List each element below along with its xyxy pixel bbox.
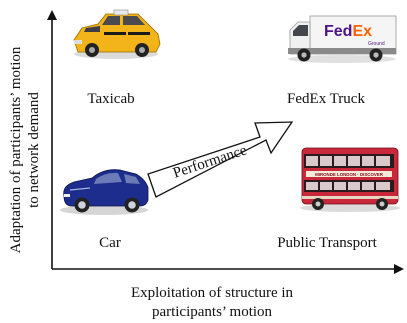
y-axis-title-line1: Adaptation of participants’ motion bbox=[8, 46, 24, 253]
fedex-truck-label: FedEx Truck bbox=[287, 91, 365, 107]
double-decker-bus-icon: MIRONDE LONDON · DISCOVER bbox=[300, 147, 400, 212]
axes bbox=[47, 10, 404, 274]
taxi-icon bbox=[73, 9, 161, 59]
x-axis-title-line2: participants’ motion bbox=[152, 304, 273, 320]
fedex-logo-sub: Ground bbox=[368, 41, 385, 47]
y-axis-title-line2: to network demand bbox=[26, 92, 42, 208]
x-axis-title-line1: Exploitation of structure in bbox=[131, 285, 294, 301]
y-axis-title: Adaptation of participants’ motion to ne… bbox=[8, 46, 42, 253]
fedex-logo: FedEx bbox=[324, 23, 372, 40]
performance-arrow-label: Performance bbox=[171, 142, 249, 181]
bus-sign: MIRONDE LONDON · DISCOVER bbox=[315, 172, 384, 177]
public-transport-label: Public Transport bbox=[277, 235, 377, 251]
taxicab-label: Taxicab bbox=[87, 91, 134, 107]
delivery-truck-icon: FedEx Ground bbox=[288, 15, 397, 63]
performance-arrow: Performance bbox=[147, 121, 294, 198]
car-label: Car bbox=[99, 235, 121, 251]
car-icon bbox=[60, 169, 149, 215]
